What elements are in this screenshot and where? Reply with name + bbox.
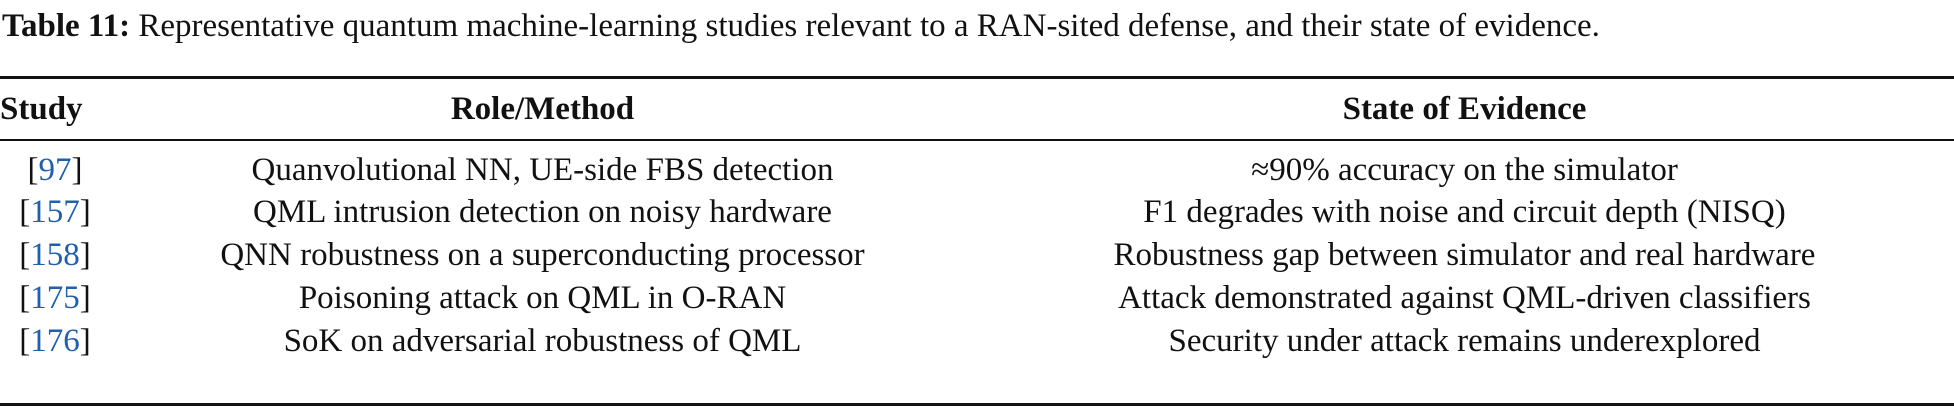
evidence-cell: ≈90% accuracy on the simulator (1251, 151, 1678, 188)
studies-table: Study Role/Method State of Evidence [97]… (0, 79, 1954, 363)
table-header-row: Study Role/Method State of Evidence (0, 79, 1954, 139)
table-body: [97] Quanvolutional NN, UE-side FBS dete… (0, 139, 1954, 363)
table-row: [157] QML intrusion detection on noisy h… (0, 191, 1954, 234)
table-caption-label: Table 11: (2, 8, 131, 44)
evidence-cell: Robustness gap between simulator and rea… (1113, 237, 1816, 273)
citation-link[interactable]: 176 (30, 323, 80, 359)
table-row: [176] SoK on adversarial robustness of Q… (0, 320, 1954, 363)
study-cell: [175] (19, 280, 91, 316)
table-caption-text: Representative quantum machine-learning … (138, 8, 1600, 44)
table-header: Study Role/Method State of Evidence (0, 79, 1954, 139)
header-role-method: Role/Method (450, 90, 635, 127)
study-cell: [158] (19, 237, 91, 273)
citation-link[interactable]: 97 (38, 151, 72, 188)
study-cell: [97] (27, 151, 83, 188)
table-row: [175] Poisoning attack on QML in O-RAN A… (0, 277, 1954, 320)
evidence-cell: F1 degrades with noise and circuit depth… (1143, 194, 1786, 230)
role-cell: SoK on adversarial robustness of QML (283, 323, 802, 359)
header-study: Study (0, 90, 83, 127)
role-cell: QNN robustness on a superconducting proc… (220, 237, 865, 273)
role-cell: QML intrusion detection on noisy hardwar… (253, 194, 832, 230)
role-cell: Quanvolutional NN, UE-side FBS detection (251, 151, 834, 188)
table-row: [158] QNN robustness on a superconductin… (0, 234, 1954, 277)
citation-link[interactable]: 158 (30, 237, 80, 273)
citation-link[interactable]: 175 (30, 280, 80, 316)
evidence-cell: Attack demonstrated against QML-driven c… (1118, 280, 1811, 316)
study-cell: [176] (19, 323, 91, 359)
table-bottom-rule (0, 403, 1954, 406)
citation-link[interactable]: 157 (30, 194, 80, 230)
table-caption: Table 11: Representative quantum machine… (2, 4, 1600, 48)
header-state-of-evidence: State of Evidence (1342, 90, 1587, 127)
table-top-rule (0, 76, 1954, 79)
role-cell: Poisoning attack on QML in O-RAN (298, 280, 787, 316)
table-header-rule (0, 139, 1954, 141)
evidence-cell: Security under attack remains underexplo… (1168, 323, 1761, 359)
table-row: [97] Quanvolutional NN, UE-side FBS dete… (0, 139, 1954, 191)
study-cell: [157] (19, 194, 91, 230)
